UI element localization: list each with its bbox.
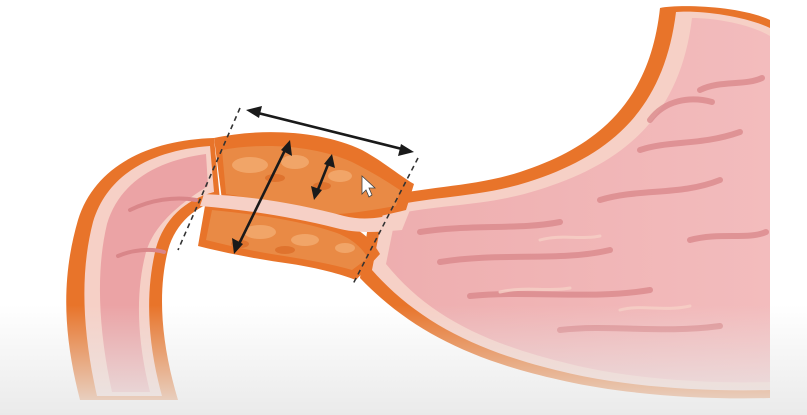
esophagus — [66, 138, 220, 400]
stomach — [360, 6, 770, 398]
